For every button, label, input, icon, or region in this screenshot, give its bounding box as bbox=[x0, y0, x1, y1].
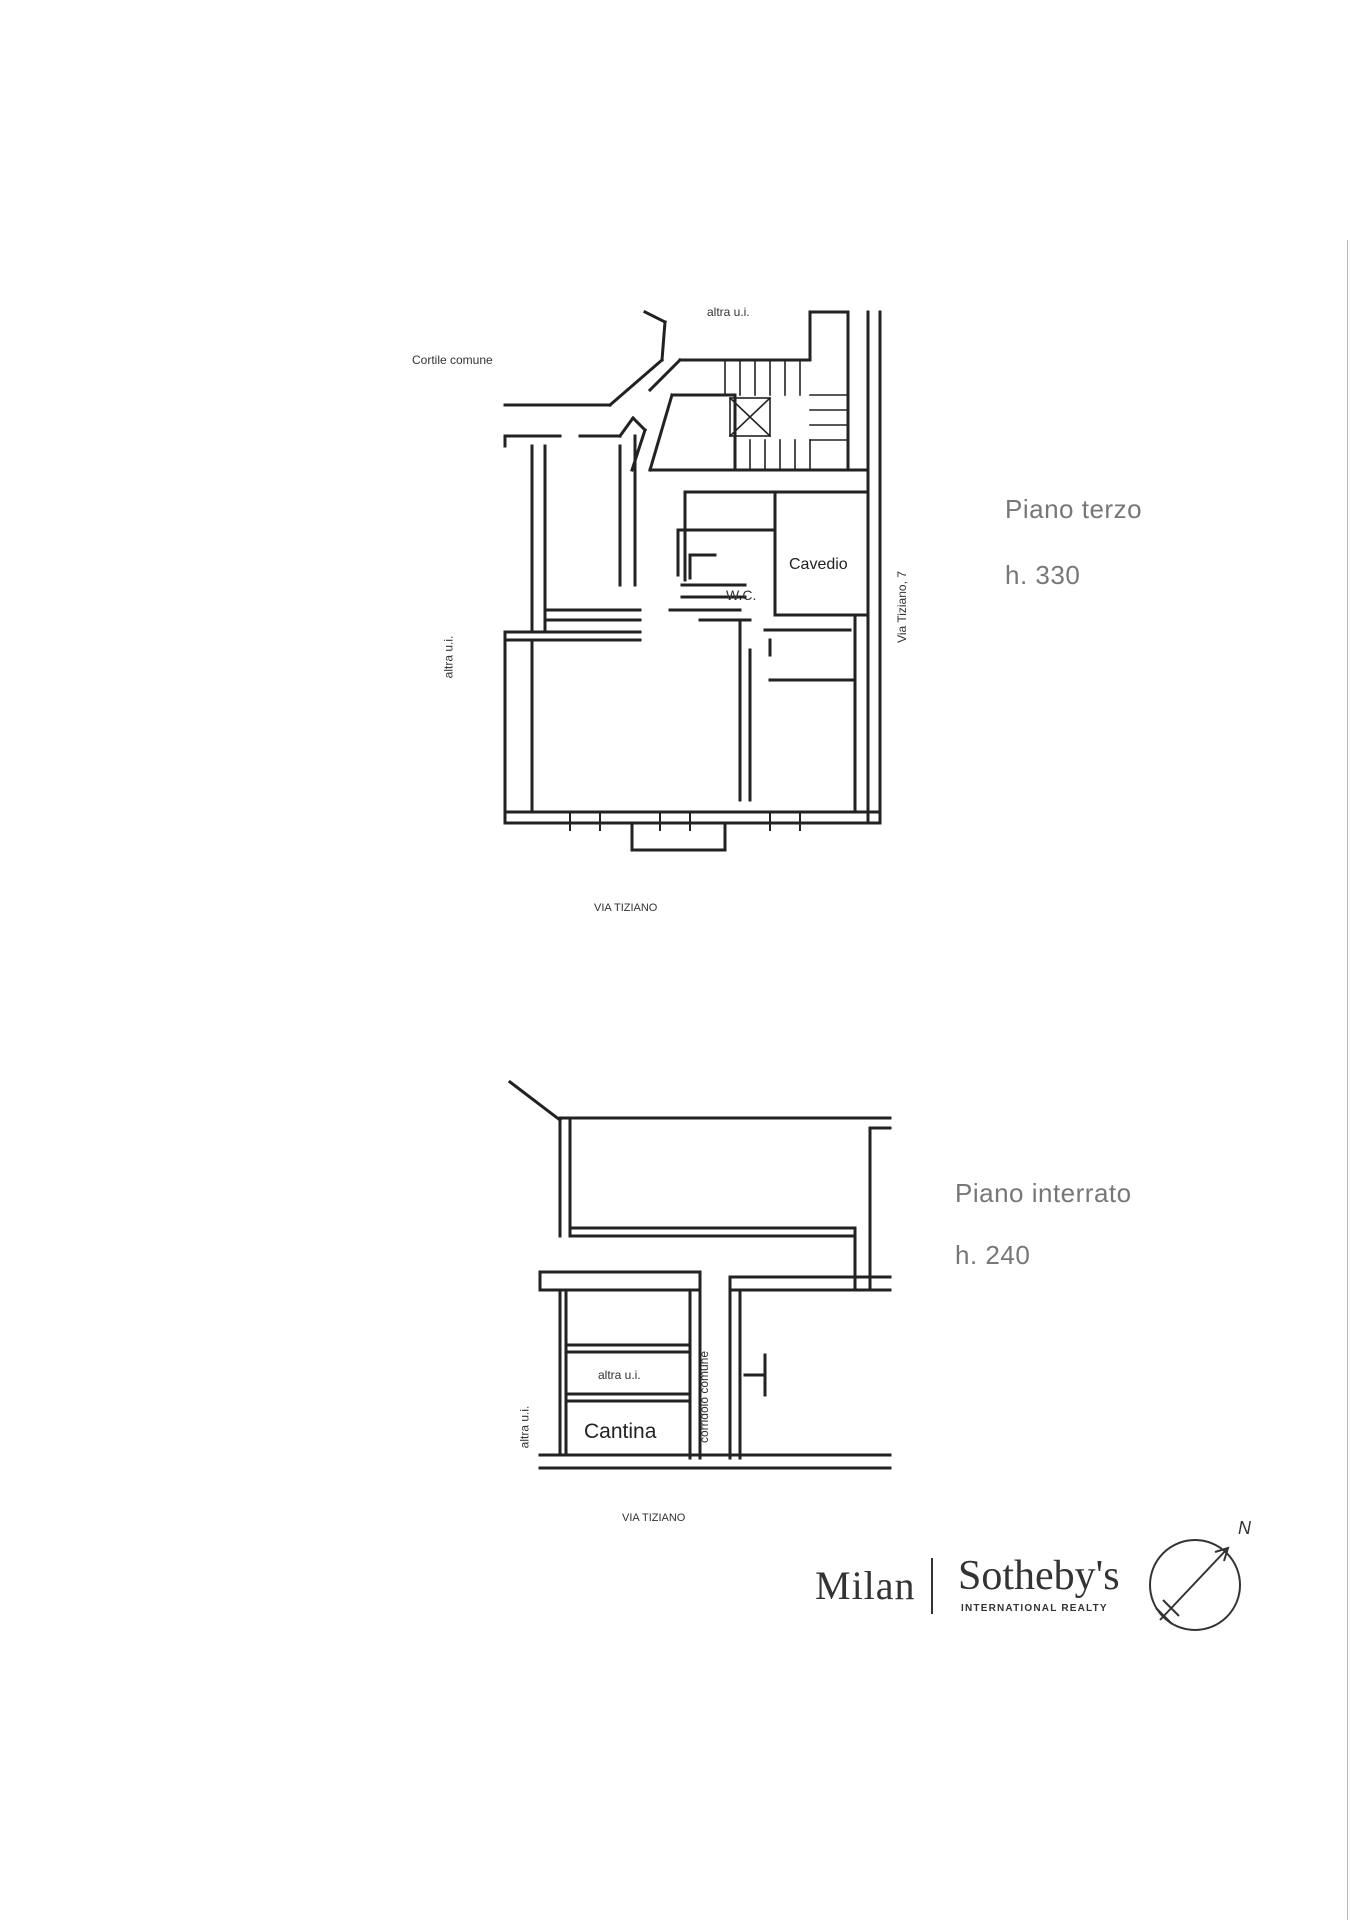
upper-floor-height: h. 330 bbox=[1005, 560, 1081, 590]
basement-height: h. 240 bbox=[955, 1240, 1031, 1270]
upper-south-street-label: VIA TIZIANO bbox=[594, 902, 658, 914]
corridor-label: corridoio comune bbox=[697, 1350, 712, 1444]
cavedio-label: Cavedio bbox=[789, 556, 848, 573]
brand-separator bbox=[931, 1558, 933, 1614]
upper-floor-title: Piano terzo bbox=[1005, 494, 1143, 524]
cantina-label: Cantina bbox=[584, 1420, 657, 1443]
wc-label: W.C. bbox=[726, 587, 757, 603]
brand-tagline: INTERNATIONAL REALTY bbox=[961, 1603, 1108, 1614]
basement-south-street-label: VIA TIZIANO bbox=[622, 1512, 686, 1524]
window-ticks bbox=[569, 811, 801, 831]
courtyard-label: Cortile comune bbox=[412, 353, 493, 367]
neighbor-unit-label: altra u.i. bbox=[598, 1368, 641, 1382]
north-neighbor-label: altra u.i. bbox=[707, 305, 750, 319]
brand-name: Sotheby's bbox=[958, 1553, 1120, 1599]
brand-city: Milan bbox=[815, 1563, 916, 1608]
page-edge-line bbox=[1347, 240, 1348, 1920]
east-street-label: Via Tiziano, 7 bbox=[894, 571, 909, 643]
basement-walls bbox=[507, 1079, 892, 1470]
basement-title: Piano interrato bbox=[955, 1178, 1132, 1208]
basement-west-neighbor-label: altra u.i. bbox=[517, 1405, 532, 1449]
west-neighbor-label: altra u.i. bbox=[441, 635, 456, 679]
north-arrow-icon bbox=[1149, 1539, 1241, 1631]
north-arrow-label: N bbox=[1238, 1518, 1251, 1538]
stair-treads bbox=[724, 359, 849, 471]
upper-floor-walls bbox=[503, 309, 882, 852]
